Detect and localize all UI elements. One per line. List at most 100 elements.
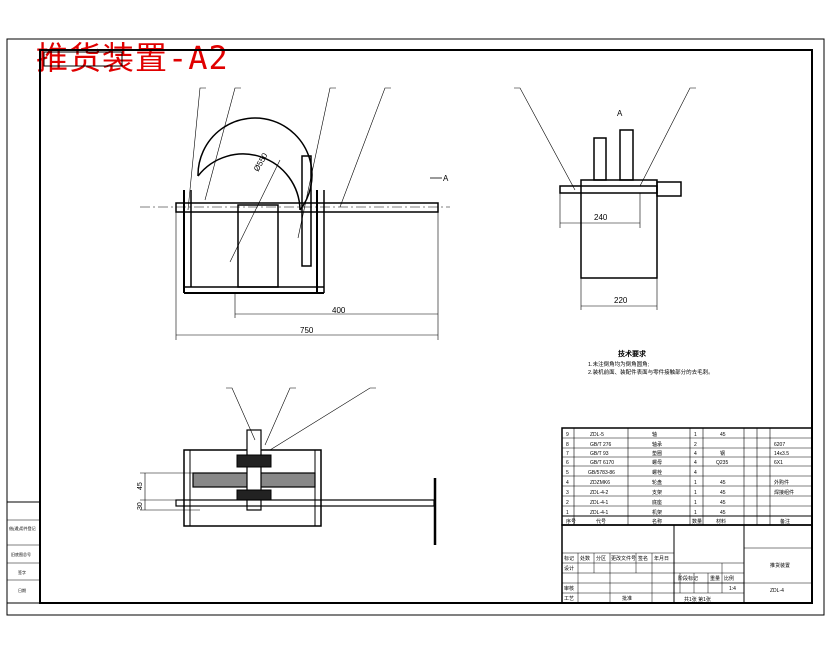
bom-cell: 4 [694, 470, 697, 476]
bom-cell: 垫圈 [652, 450, 662, 457]
tb-label: 重量 [710, 575, 720, 582]
tb-label: 标记 [564, 555, 574, 562]
bom-table [561, 427, 813, 526]
tb-label: 批准 [622, 595, 632, 602]
bom-cell: 螺栓 [652, 469, 662, 476]
dim-220: 220 [614, 296, 628, 305]
bom-cell: GB/T 276 [590, 442, 612, 448]
bom-cell: 6207 [774, 442, 785, 448]
tb-label: 阶段标记 [678, 575, 698, 582]
drawing-title: 推货装置-A2 [36, 39, 229, 77]
bom-cell: 支架 [652, 489, 662, 496]
bom-cell: 钢 [720, 450, 725, 457]
bom-rows: 9 ZDL-5 轴 1 45 8 GB/T 276 轴承 2 6207 7 GB… [566, 431, 794, 525]
bom-cell: 1 [566, 510, 569, 516]
side-label: 签字 [18, 569, 26, 575]
bom-cell: 外购件 [774, 479, 789, 486]
bom-cell: 4 [566, 480, 569, 486]
bom-cell: 1 [694, 480, 697, 486]
bom-cell: ZDL-4-1 [590, 510, 609, 516]
side-label: 日期 [18, 587, 26, 593]
bom-cell: 45 [720, 510, 726, 516]
bom-cell: 1 [694, 510, 697, 516]
bom-cell: 螺母 [652, 459, 662, 466]
tb-sheet: 共1张 第1张 [684, 596, 711, 603]
bom-cell: 底座 [652, 499, 662, 506]
left-side-text: 借(通)用件登记 旧底图总号 签字 日期 [9, 525, 36, 593]
bom-cell: 1 [694, 490, 697, 496]
tech-req-item-2: 2.装机前面、装配件表面与零件接触部分的去毛刺。 [588, 368, 714, 376]
side-label: 旧底图总号 [11, 551, 31, 557]
tb-label: 更改文件号 [611, 555, 636, 562]
bom-cell: 6 [566, 460, 569, 466]
bom-cell: ZDL-4-2 [590, 490, 609, 496]
tb-label: 处数 [580, 555, 590, 562]
tb-label: 签名 [638, 555, 648, 562]
bom-cell: GB/5783-86 [588, 470, 615, 476]
title-block-text: 标记 处数 分区 更改文件号 签名 年月日 设计 审核 工艺 批准 阶段标记 重… [564, 555, 790, 603]
bom-cell: Q235 [716, 460, 728, 466]
dim-240: 240 [594, 213, 608, 222]
tb-label: 审核 [564, 585, 574, 592]
bom-cell: ZDL-5 [590, 432, 604, 438]
title-block [561, 524, 813, 604]
bom-header-cell: 代号 [596, 518, 606, 525]
view-arrow-label: A [443, 174, 449, 183]
dim-45: 45 [137, 482, 144, 490]
bom-header-cell: 材料 [716, 518, 726, 525]
bom-cell: 机架 [652, 509, 662, 516]
bom-header-cell: 名称 [652, 518, 662, 525]
tb-label: 工艺 [564, 596, 574, 602]
bom-cell: 9 [566, 432, 569, 438]
bom-cell: 焊接组件 [774, 489, 794, 496]
section-a-label: A [617, 109, 623, 118]
dim-750: 750 [300, 326, 314, 335]
bom-cell: 2 [566, 500, 569, 506]
bom-header-cell: 数量 [692, 518, 702, 525]
tb-drawing-no: ZDL-4 [770, 588, 784, 594]
dim-400: 400 [332, 306, 346, 315]
bom-cell: 轮盘 [652, 479, 662, 486]
bom-cell: 45 [720, 480, 726, 486]
section-view [140, 387, 437, 545]
bom-cell: 4 [694, 460, 697, 466]
bom-cell: 45 [720, 490, 726, 496]
bom-cell: 45 [720, 432, 726, 438]
bom-cell: 轴 [652, 431, 657, 438]
bom-header-cell: 序号 [566, 518, 576, 525]
sheet-inner-frame [39, 49, 813, 604]
front-view [140, 87, 450, 340]
bom-header-cell: 备注 [780, 518, 790, 525]
tb-scale: 1:4 [729, 586, 736, 592]
bom-cell: ZDL-4-1 [590, 500, 609, 506]
bom-cell: GB/T 93 [590, 451, 609, 457]
side-label: 借(通)用件登记 [9, 525, 36, 531]
bom-cell: ZDZMK6 [590, 480, 610, 486]
side-view-a [514, 87, 696, 310]
bom-cell: 8 [566, 442, 569, 448]
tb-label: 年月日 [654, 555, 669, 562]
bom-cell: 6X1 [774, 460, 783, 466]
tb-label: 分区 [596, 555, 606, 562]
bom-cell: 轴承 [652, 441, 662, 448]
bom-cell: 2 [694, 442, 697, 448]
bom-cell: 1 [694, 500, 697, 506]
dim-30: 30 [137, 502, 144, 510]
bom-cell: 45 [720, 500, 726, 506]
tech-req-item-1: 1.未注倒角均为倒角圆角; [588, 360, 650, 368]
corner-tab [43, 51, 123, 67]
bom-cell: 7 [566, 451, 569, 457]
left-side-block [6, 501, 41, 604]
bom-cell: 4 [694, 451, 697, 457]
bom-cell: 14x3.5 [774, 451, 789, 457]
bom-cell: 1 [694, 432, 697, 438]
bom-cell: GB/T 6170 [590, 460, 614, 466]
sheet-outer-border [6, 38, 825, 616]
tb-label: 比例 [724, 575, 734, 582]
dim-diameter: Ø550 [252, 151, 270, 173]
bom-cell: 3 [566, 490, 569, 496]
tb-drawing-name: 推货装置 [770, 562, 790, 569]
tb-label: 设计 [564, 565, 574, 572]
tech-req-heading: 技术要求 [618, 349, 647, 358]
